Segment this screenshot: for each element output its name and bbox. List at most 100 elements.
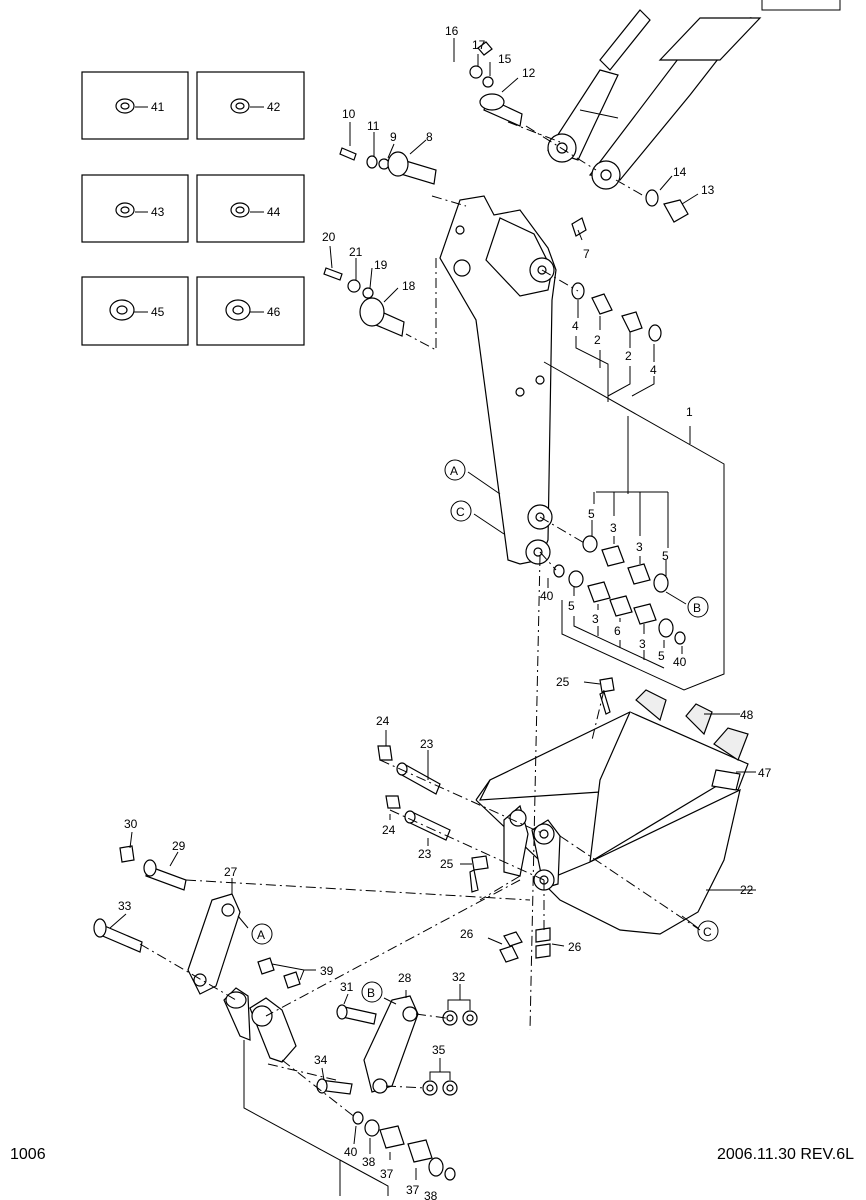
callout-48: 48 [740, 708, 754, 722]
callout-47: 47 [758, 766, 772, 780]
callout-numbers: 16 17 15 12 10 11 9 8 14 13 7 20 21 19 1… [118, 24, 772, 1200]
nuts-35 [422, 1080, 458, 1096]
callout-3c: 3 [592, 612, 599, 626]
callout-21: 21 [349, 245, 363, 259]
washer-inset-42: 42 [196, 71, 305, 140]
ref-letter: B [693, 601, 701, 615]
callout-23: 23 [420, 737, 434, 751]
pin-23-upper [396, 762, 441, 795]
ref-letter: A [450, 464, 458, 478]
callout-14: 14 [673, 165, 687, 179]
reference-marker-a-upper: A [444, 459, 466, 481]
ref-letter: C [703, 925, 712, 939]
callout-10: 10 [342, 107, 356, 121]
callout-40b: 40 [673, 655, 687, 669]
bushing-set-lower [553, 535, 686, 645]
callout-6: 6 [614, 624, 621, 638]
bushing-set-top [571, 282, 662, 342]
bucket [475, 689, 749, 935]
callout-11: 11 [367, 119, 380, 133]
callout-27: 27 [224, 865, 238, 879]
callout-16: 16 [445, 24, 459, 38]
callout-38b: 38 [424, 1189, 438, 1200]
fitting-24 [377, 745, 401, 809]
callout-41: 41 [151, 100, 165, 114]
callout-25: 25 [556, 675, 570, 689]
callout-28: 28 [398, 971, 412, 985]
center-lines [139, 121, 701, 1119]
washer-inset-44: 44 [196, 174, 305, 243]
callout-40: 40 [540, 589, 554, 603]
washer-inset-41: 41 [81, 71, 189, 140]
callout-18: 18 [402, 279, 416, 293]
leader-lines [109, 38, 756, 1196]
callout-26: 26 [460, 927, 474, 941]
nuts-32 [442, 1010, 478, 1026]
callout-33: 33 [118, 899, 132, 913]
link-27 [187, 893, 241, 995]
washer-inset-46: 46 [196, 276, 305, 346]
callout-5: 5 [588, 507, 595, 521]
pin-12-assembly [469, 41, 523, 127]
callout-30: 30 [124, 817, 138, 831]
callout-19: 19 [374, 258, 388, 272]
callout-25b: 25 [440, 857, 454, 871]
callout-9: 9 [390, 130, 397, 144]
pin-23-lower [404, 810, 451, 841]
callout-32: 32 [452, 970, 466, 984]
callout-46: 46 [267, 305, 281, 319]
callout-8: 8 [426, 130, 433, 144]
callout-5d: 5 [658, 649, 665, 663]
bolt-25-side [469, 855, 489, 893]
bolt-29 [119, 845, 187, 891]
callout-5c: 5 [568, 599, 575, 613]
callout-23b: 23 [418, 847, 432, 861]
corner-frame [761, 0, 841, 11]
pin-18-assembly [323, 267, 405, 337]
grease-fitting-7 [571, 217, 587, 237]
callout-2b: 2 [625, 349, 632, 363]
callout-31: 31 [340, 980, 354, 994]
callout-22: 22 [740, 883, 754, 897]
callout-24: 24 [376, 714, 390, 728]
callout-37: 37 [380, 1167, 394, 1181]
reference-marker-b-upper: B [687, 596, 709, 618]
boom-tip [547, 9, 762, 190]
callout-5b: 5 [662, 549, 669, 563]
callout-2: 2 [594, 333, 601, 347]
callout-45: 45 [151, 305, 165, 319]
pin-8-assembly [339, 147, 437, 185]
callout-3d: 3 [639, 637, 646, 651]
bolt-31 [336, 1004, 377, 1025]
page-number: 1006 [10, 1146, 46, 1163]
callout-1: 1 [686, 405, 693, 419]
callout-7: 7 [583, 247, 590, 261]
callout-13: 13 [701, 183, 715, 197]
callout-44: 44 [267, 205, 281, 219]
reference-marker-a-lower: A [251, 923, 273, 945]
revision-label: 2006.11.30 REV.6L [716, 1146, 854, 1163]
nut-13-washer-14 [645, 189, 689, 223]
pin-33 [93, 918, 143, 953]
ref-letter: C [456, 505, 465, 519]
callout-3: 3 [610, 521, 617, 535]
callout-39: 39 [320, 964, 334, 978]
callout-34: 34 [314, 1053, 328, 1067]
callout-38: 38 [362, 1155, 376, 1169]
callout-24b: 24 [382, 823, 396, 837]
bushing-set-bottom [352, 1111, 456, 1181]
reference-marker-c-lower: C [697, 920, 719, 942]
arm-body [439, 195, 557, 565]
callout-4b: 4 [650, 363, 657, 377]
link-28 [363, 995, 419, 1094]
callout-43: 43 [151, 205, 165, 219]
washer-inset-43: 43 [81, 174, 189, 243]
callout-15: 15 [498, 52, 512, 66]
reference-marker-c-upper: C [450, 500, 472, 522]
bolt-34 [316, 1078, 353, 1095]
callout-37b: 37 [406, 1183, 420, 1197]
callout-4: 4 [572, 319, 579, 333]
link-yoke [223, 957, 301, 1063]
callout-42: 42 [267, 100, 281, 114]
callout-29: 29 [172, 839, 186, 853]
